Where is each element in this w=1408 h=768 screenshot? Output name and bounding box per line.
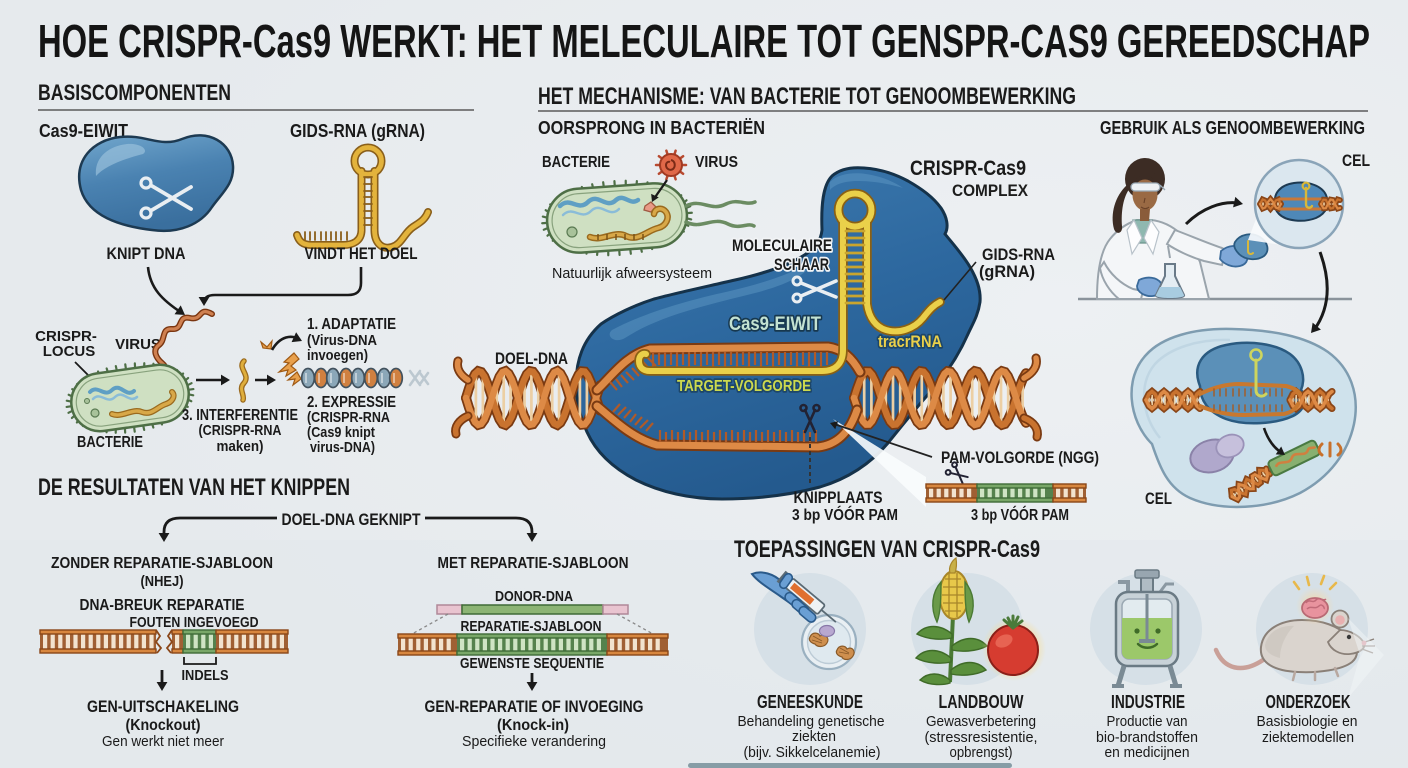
svg-text:(Knockout): (Knockout) xyxy=(126,717,201,734)
svg-text:3. INTERFERENTIE: 3. INTERFERENTIE xyxy=(182,407,298,424)
svg-text:OORSPRONG IN BACTERIËN: OORSPRONG IN BACTERIËN xyxy=(538,118,765,138)
svg-text:GEBRUIK ALS GENOOMBEWERKING: GEBRUIK ALS GENOOMBEWERKING xyxy=(1100,118,1365,138)
svg-text:tracrRNA: tracrRNA xyxy=(878,332,942,351)
svg-text:(NHEJ): (NHEJ) xyxy=(141,573,184,590)
svg-text:BASISCOMPONENTEN: BASISCOMPONENTEN xyxy=(38,80,231,105)
svg-text:FOUTEN INGEVOEGD: FOUTEN INGEVOEGD xyxy=(130,614,259,631)
svg-text:1. ADAPTATIE: 1. ADAPTATIE xyxy=(307,316,396,333)
svg-text:KNIPPLAATS: KNIPPLAATS xyxy=(794,488,883,507)
svg-text:SCHAAR: SCHAAR xyxy=(774,255,829,274)
svg-text:bio-brandstoffen: bio-brandstoffen xyxy=(1096,729,1198,746)
svg-text:VIRUS: VIRUS xyxy=(695,154,738,171)
svg-text:2. EXPRESSIE: 2. EXPRESSIE xyxy=(307,394,396,411)
svg-text:CEL: CEL xyxy=(1342,151,1370,170)
svg-text:Cas9-EIWIT: Cas9-EIWIT xyxy=(39,121,128,141)
svg-text:Gen werkt niet meer: Gen werkt niet meer xyxy=(102,733,224,750)
svg-text:(gRNA): (gRNA) xyxy=(979,262,1035,281)
svg-text:virus-DNA): virus-DNA) xyxy=(310,439,375,456)
svg-text:GIDS-RNA (gRNA): GIDS-RNA (gRNA) xyxy=(290,121,425,141)
svg-text:Cas9-EIWIT: Cas9-EIWIT xyxy=(729,314,821,335)
svg-text:Gewasverbetering: Gewasverbetering xyxy=(926,713,1036,730)
svg-text:DE RESULTATEN VAN HET KNIPPEN: DE RESULTATEN VAN HET KNIPPEN xyxy=(38,474,350,501)
svg-text:MET REPARATIE-SJABLOON: MET REPARATIE-SJABLOON xyxy=(438,555,629,572)
svg-text:INDUSTRIE: INDUSTRIE xyxy=(1111,692,1185,712)
svg-text:GIDS-RNA: GIDS-RNA xyxy=(982,245,1055,264)
svg-text:(CRISPR-RNA: (CRISPR-RNA xyxy=(307,409,390,426)
svg-text:Basisbiologie en: Basisbiologie en xyxy=(1257,713,1358,730)
svg-text:DNA-BREUK REPARATIE: DNA-BREUK REPARATIE xyxy=(80,597,245,614)
svg-text:Specifieke verandering: Specifieke verandering xyxy=(462,733,606,750)
svg-text:(Cas9 knipt: (Cas9 knipt xyxy=(307,424,375,441)
svg-text:GENEESKUNDE: GENEESKUNDE xyxy=(757,692,863,712)
svg-text:ONDERZOEK: ONDERZOEK xyxy=(1266,692,1351,712)
svg-text:DOEL-DNA: DOEL-DNA xyxy=(495,349,568,368)
svg-text:VINDT HET DOEL: VINDT HET DOEL xyxy=(305,244,418,263)
svg-text:opbrengst): opbrengst) xyxy=(950,744,1013,761)
svg-text:Behandeling genetische: Behandeling genetische xyxy=(738,713,885,730)
svg-text:en medicijnen: en medicijnen xyxy=(1105,744,1190,761)
svg-text:CRISPR-Cas9: CRISPR-Cas9 xyxy=(910,157,1026,180)
svg-text:3 bp VÓÓR PAM: 3 bp VÓÓR PAM xyxy=(792,505,898,524)
svg-text:(stressresistentie,: (stressresistentie, xyxy=(925,729,1038,746)
svg-text:invoegen): invoegen) xyxy=(307,347,368,364)
svg-text:CRISPR-: CRISPR- xyxy=(35,328,97,345)
svg-text:VIRUS: VIRUS xyxy=(115,336,161,353)
svg-text:GEWENSTE SEQUENTIE: GEWENSTE SEQUENTIE xyxy=(460,655,604,672)
svg-text:CEL: CEL xyxy=(1145,489,1172,508)
svg-text:maken): maken) xyxy=(217,438,264,455)
svg-text:PAM-VOLGORDE (NGG): PAM-VOLGORDE (NGG) xyxy=(941,448,1099,467)
svg-text:HET MECHANISME: VAN BACTERIE T: HET MECHANISME: VAN BACTERIE TOT GENOOMB… xyxy=(538,83,1076,110)
svg-text:BACTERIE: BACTERIE xyxy=(77,434,143,451)
svg-text:(bijv. Sikkelcelanemie): (bijv. Sikkelcelanemie) xyxy=(744,744,881,761)
svg-text:BACTERIE: BACTERIE xyxy=(542,154,610,171)
svg-text:INDELS: INDELS xyxy=(182,667,229,684)
svg-text:Natuurlijk afweersysteem: Natuurlijk afweersysteem xyxy=(552,265,712,282)
svg-text:DOEL-DNA GEKNIPT: DOEL-DNA GEKNIPT xyxy=(282,510,422,529)
svg-text:GEN-REPARATIE OF INVOEGING: GEN-REPARATIE OF INVOEGING xyxy=(425,697,644,716)
svg-text:(CRISPR-RNA: (CRISPR-RNA xyxy=(199,422,282,439)
svg-text:KNIPT DNA: KNIPT DNA xyxy=(107,244,186,263)
svg-text:TARGET-VOLGORDE: TARGET-VOLGORDE xyxy=(677,378,811,395)
svg-text:REPARATIE-SJABLOON: REPARATIE-SJABLOON xyxy=(461,618,602,635)
svg-text:ziekten: ziekten xyxy=(792,728,836,745)
svg-text:TOEPASSINGEN VAN CRISPR-Cas9: TOEPASSINGEN VAN CRISPR-Cas9 xyxy=(734,536,1040,563)
svg-text:COMPLEX: COMPLEX xyxy=(952,181,1029,200)
svg-text:MOLECULAIRE: MOLECULAIRE xyxy=(732,236,832,255)
svg-text:DONOR-DNA: DONOR-DNA xyxy=(495,588,573,605)
svg-text:(Knock-in): (Knock-in) xyxy=(497,717,569,734)
svg-text:ZONDER REPARATIE-SJABLOON: ZONDER REPARATIE-SJABLOON xyxy=(51,555,273,572)
svg-text:Productie van: Productie van xyxy=(1107,713,1188,730)
svg-text:ziektemodellen: ziektemodellen xyxy=(1262,729,1354,746)
svg-text:HOE CRISPR-Cas9 WERKT: HET MEL: HOE CRISPR-Cas9 WERKT: HET MELECULAIRE T… xyxy=(38,15,1370,67)
svg-text:LANDBOUW: LANDBOUW xyxy=(939,692,1024,712)
svg-text:(Virus-DNA: (Virus-DNA xyxy=(307,332,377,349)
svg-text:LOCUS: LOCUS xyxy=(43,343,96,360)
svg-text:3 bp VÓÓR PAM: 3 bp VÓÓR PAM xyxy=(971,505,1069,524)
svg-text:GEN-UITSCHAKELING: GEN-UITSCHAKELING xyxy=(87,697,239,716)
